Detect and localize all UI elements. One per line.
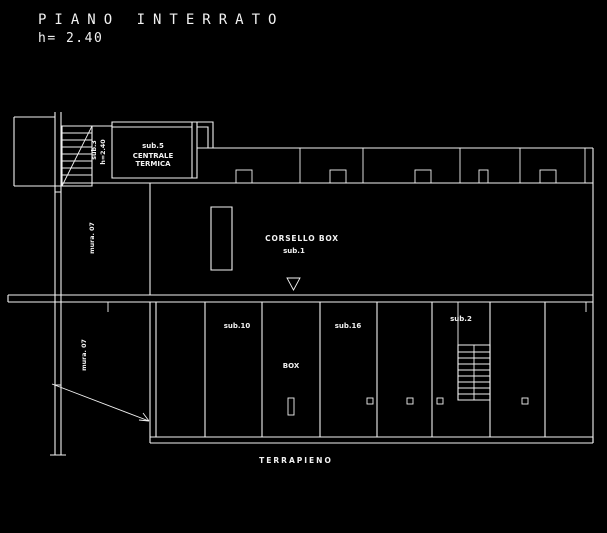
label-boiler-name-1: CENTRALE (133, 152, 174, 160)
label-box-sub16: sub.16 (335, 322, 362, 330)
stairwell-bottom-right (457, 302, 491, 401)
ramp-line (51, 383, 150, 422)
pilaster (539, 169, 557, 184)
door-mark (366, 397, 374, 405)
label-box-sub2: sub.2 (450, 315, 472, 323)
door-mark (521, 397, 529, 405)
label-box-word: BOX (283, 362, 300, 370)
corridor (149, 183, 301, 295)
label-boiler-sub: sub.5 (142, 142, 164, 150)
plan-title: PIANO INTERRATO (38, 12, 285, 28)
drawing-title-block: PIANO INTERRATO h= 2.40 (38, 12, 284, 46)
door-mark (436, 397, 444, 405)
plan-height-note: h= 2.40 (38, 31, 104, 46)
stairwell-top-left (61, 125, 112, 187)
pillar-shaft (210, 206, 233, 271)
label-corridor-sub: sub.1 (283, 247, 305, 255)
section-marker-triangle (286, 277, 301, 291)
label-stairwell-height: h=2.40 (100, 139, 107, 165)
door-mark (406, 397, 414, 405)
boiler-room (111, 121, 198, 179)
label-stairwell-sub: sub.3 (91, 140, 98, 160)
pilaster (414, 169, 432, 184)
label-wall-note-lower: mura. 07 (81, 339, 88, 371)
label-boiler-name-2: TERMICA (135, 160, 171, 168)
label-corridor-name: CORSELLO BOX (265, 234, 339, 243)
pilaster (478, 169, 489, 184)
pilaster (235, 169, 253, 184)
label-box-sub10: sub.10 (224, 322, 251, 330)
label-terrapieno: TERRAPIENO (259, 456, 333, 465)
pilaster (329, 169, 347, 184)
garage-boxes (149, 302, 594, 444)
label-wall-note-upper: mura. 07 (89, 222, 96, 254)
door-leaf (287, 397, 295, 416)
plan-labels: sub.3 h=2.40 sub.5 CENTRALE TERMICA mura… (81, 139, 472, 465)
middle-wall (7, 294, 593, 312)
